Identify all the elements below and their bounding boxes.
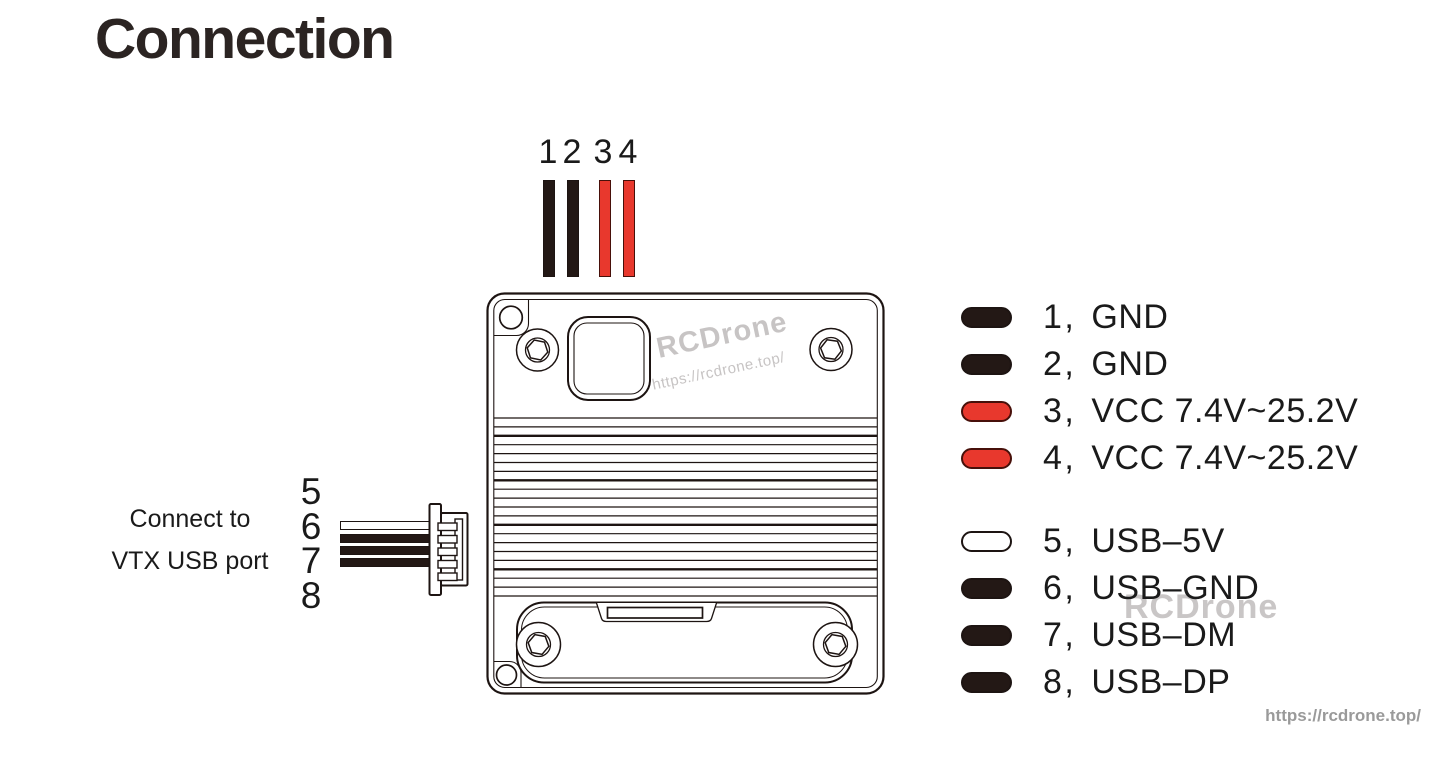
top-wire-label-3: 3 [593,133,613,171]
screw-top-left [515,328,560,372]
legend-row-7: 7USB–DM [961,614,1431,656]
legend-row-8: 8USB–DP [961,661,1431,703]
pin-color-swatch [961,306,1012,328]
watermark-corner-url: https://rcdrone.top/ [1265,706,1421,725]
pin-color-swatch [961,577,1012,599]
watermark-center: RCDrone https://rcdrone.top/ [642,290,869,394]
usb-connector-icon [428,503,469,596]
page-title: Connection [95,7,395,71]
pin-label: 3VCC 7.4V~25.2V [1043,392,1358,431]
pin-label: 6USB–GND [1043,569,1259,608]
pin-color-swatch [961,671,1012,693]
watermark-center-title: RCDrone [653,305,791,365]
left-wire-label-8: 8 [300,575,322,616]
connector-caption-line2: VTX USB port [111,547,269,575]
connector-caption-line1: Connect to [129,505,251,533]
enumeration-comma [1064,569,1074,607]
enumeration-comma [1064,345,1074,383]
watermark-center-url: https://rcdrone.top/ [650,348,787,394]
legend-row-1: 1GND [961,296,1431,338]
wire-4 [623,180,635,277]
corner-hole-top-left [493,299,530,337]
pin-color-swatch [961,447,1012,469]
legend-row-4: 4VCC 7.4V~25.2V [961,437,1431,479]
button-square [567,316,651,401]
top-wire-label-2: 2 [562,133,582,171]
screw-top-right [809,327,853,372]
enumeration-comma [1064,522,1074,560]
enumeration-comma [1064,298,1074,336]
pin-label: 7USB–DM [1043,616,1236,655]
pin-color-swatch [961,530,1012,552]
top-wire-label-1: 1 [538,133,558,171]
mounting-plate [516,601,853,684]
left-wire-label-5: 5 [300,471,322,512]
pin-color-swatch [961,353,1012,375]
heatsink-fins [493,417,878,597]
screw-bottom-right [812,621,859,668]
legend-row-6: 6USB–GND [961,567,1431,609]
wire-1 [543,180,555,277]
screw-bottom-left [515,621,562,668]
pin-label: 5USB–5V [1043,522,1225,561]
left-wire-label-6: 6 [300,506,322,547]
enumeration-comma [1064,392,1074,430]
device-outline [486,292,885,695]
wire-5 [340,521,430,530]
enumeration-comma [1064,663,1074,701]
wire-7 [340,546,430,555]
enumeration-comma [1064,616,1074,654]
wire-8 [340,558,430,567]
legend-row-5: 5USB–5V [961,520,1431,562]
usb-slot [595,602,718,623]
top-wire-label-4: 4 [618,133,638,171]
pin-label: 2GND [1043,345,1168,384]
left-wire-label-7: 7 [300,540,322,581]
wire-6 [340,534,430,543]
wire-3 [599,180,611,277]
corner-hole-bottom-left [493,660,522,688]
pin-label: 4VCC 7.4V~25.2V [1043,439,1358,478]
enumeration-comma [1064,439,1074,477]
pin-color-swatch [961,624,1012,646]
legend-row-3: 3VCC 7.4V~25.2V [961,390,1431,432]
pin-color-swatch [961,400,1012,422]
wire-2 [567,180,579,277]
legend-row-2: 2GND [961,343,1431,385]
pin-label: 8USB–DP [1043,663,1230,702]
pin-label: 1GND [1043,298,1168,337]
